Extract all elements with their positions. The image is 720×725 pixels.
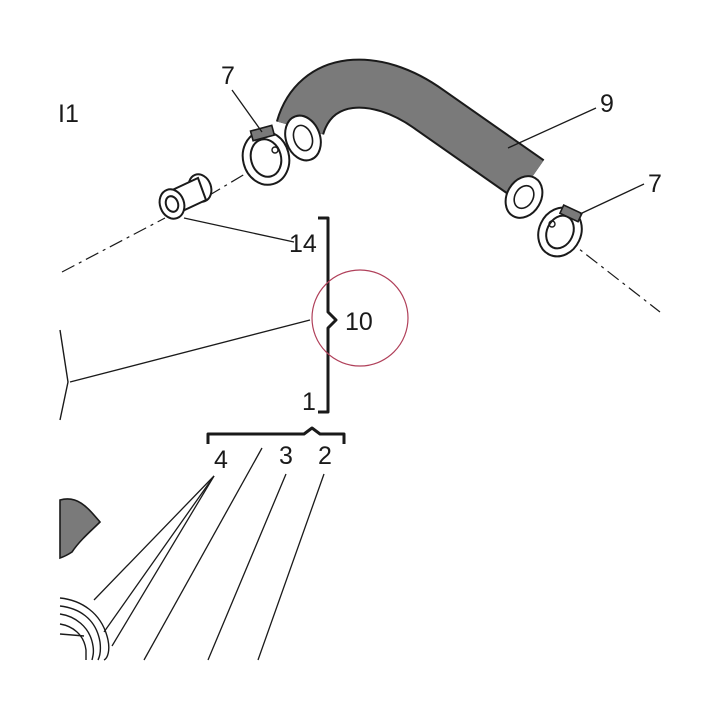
group-braces — [206, 216, 346, 444]
label-part-3: 3 — [279, 442, 293, 470]
label-clamp-right: 7 — [648, 170, 662, 198]
label-adapter: 14 — [289, 230, 317, 258]
label-clamp-top: 7 — [221, 62, 235, 90]
label-part-2: 2 — [318, 442, 332, 470]
label-group-10: 10 — [345, 308, 373, 336]
hose-part — [275, 58, 545, 219]
highlight-circle — [311, 269, 409, 367]
leader-lines — [69, 89, 645, 661]
figure-id-label: I1 — [58, 100, 79, 128]
lower-assembly-partial — [59, 329, 110, 661]
label-group-1: 1 — [302, 388, 316, 416]
adapter-fitting — [158, 173, 213, 220]
center-axis-lines — [61, 167, 661, 313]
label-hose: 9 — [600, 90, 614, 118]
hose-clamp-right — [537, 203, 583, 258]
label-part-4: 4 — [214, 446, 228, 474]
hose-clamp-top — [241, 124, 291, 186]
